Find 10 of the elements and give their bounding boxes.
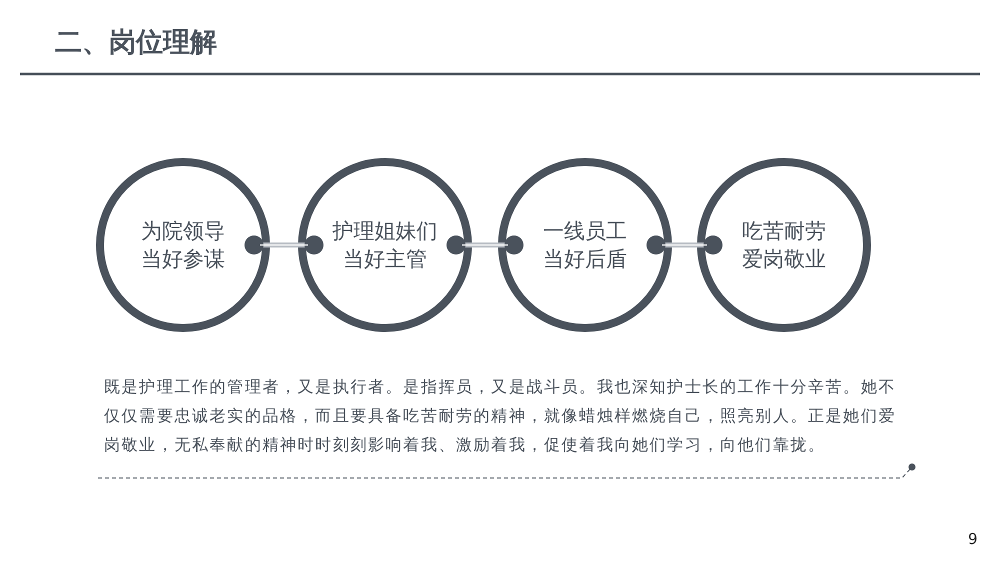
- circle-node: 护理姐妹们当好主管: [298, 158, 472, 332]
- connector: [446, 236, 524, 254]
- circle-node: 吃苦耐劳爱岗敬业: [697, 158, 871, 332]
- title: 二、岗位理解: [55, 26, 217, 60]
- description-paragraph: 既是护理工作的管理者，又是执行者。是指挥员，又是战斗员。我也深知护士长的工作十分辛苦。她不仅仅需要忠诚老实的品格，而且要具备吃苦耐劳的精神，就像蜡烛样燃烧自己，照亮别人。正是她们爱岗敬业，无私奉献的精神时时刻刻影响着我、激励着我，促使着我向她们学习，向他们靠拢。: [104, 376, 897, 456]
- connector: [646, 236, 722, 254]
- connector: [244, 236, 324, 254]
- circle-node: 一线员工当好后盾: [498, 158, 672, 332]
- circle-node: 为院领导当好参谋: [96, 158, 270, 332]
- page-number: 9: [968, 530, 978, 548]
